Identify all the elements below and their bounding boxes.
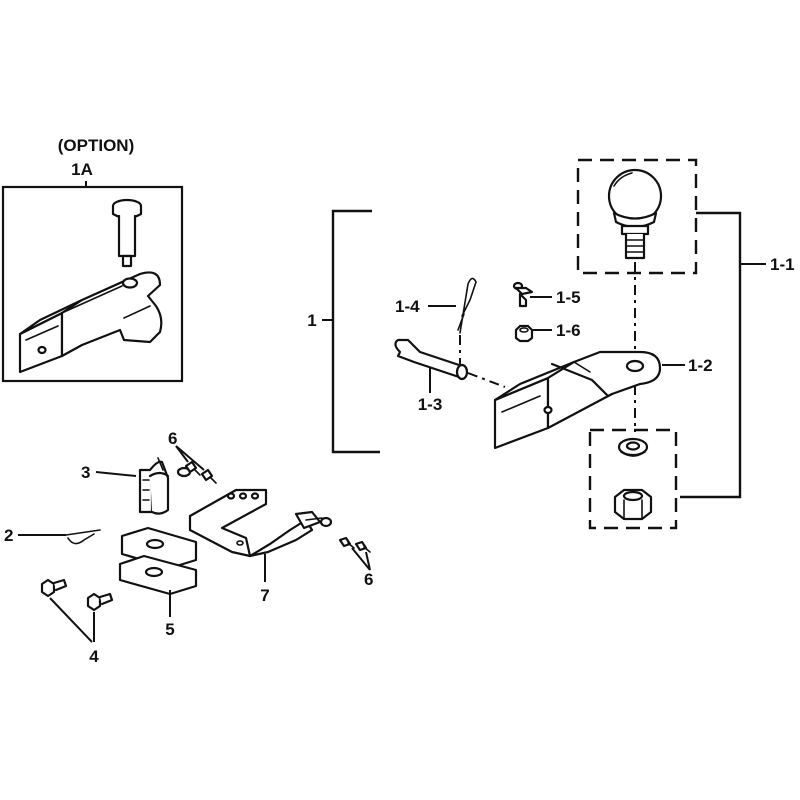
screw-right-a [338, 536, 355, 549]
bracket-1 [331, 209, 380, 454]
spring-lock-pin [138, 457, 192, 515]
hex-nut [613, 488, 653, 521]
bracket-assembly-group: 3 6 2 5 [4, 429, 373, 666]
hitch-ball [607, 168, 663, 260]
draw-bar [493, 350, 662, 450]
leader-4 [49, 597, 95, 643]
label-1-6: 1-6 [556, 321, 581, 340]
clevis-pin [111, 198, 143, 268]
clevis-hitch [18, 271, 163, 374]
assembly-1-group: 1 1-1 [307, 158, 795, 530]
label-6-top: 6 [168, 429, 177, 448]
grease-fitting [512, 281, 534, 308]
option-box [1, 185, 184, 383]
screw-right-b [354, 540, 371, 553]
mounting-plate-lower [118, 554, 198, 596]
hair-pin-clip [457, 277, 477, 364]
hitch-ball-box [576, 158, 698, 275]
hitch-bracket [188, 488, 333, 558]
option-header: (OPTION) [58, 136, 135, 155]
label-3: 3 [81, 463, 90, 482]
small-nut [514, 324, 534, 343]
label-1: 1 [307, 311, 316, 330]
label-1-3: 1-3 [418, 395, 443, 414]
bolt-a [40, 578, 68, 598]
label-6-right: 6 [364, 570, 373, 589]
label-7: 7 [260, 586, 269, 605]
bolt-b [86, 592, 114, 612]
label-1-4: 1-4 [395, 297, 420, 316]
screw-top-a [184, 460, 201, 476]
lock-washer [617, 437, 649, 457]
option-1a-group: (OPTION) 1A [1, 136, 184, 383]
screw-top-b [200, 468, 217, 484]
label-1a: 1A [71, 160, 93, 179]
label-1-5: 1-5 [556, 288, 581, 307]
leader-6-right [351, 547, 371, 571]
label-4: 4 [89, 647, 99, 666]
hitch-pin [394, 338, 506, 388]
leader-3 [95, 471, 137, 477]
label-2: 2 [4, 526, 13, 545]
hair-pin [65, 529, 101, 545]
label-5: 5 [165, 620, 174, 639]
label-1-1: 1-1 [770, 255, 795, 274]
leader-6-top [175, 445, 205, 471]
bracket-1-1 [680, 211, 742, 499]
nut-washer-box [588, 428, 678, 530]
label-1-2: 1-2 [688, 356, 713, 375]
